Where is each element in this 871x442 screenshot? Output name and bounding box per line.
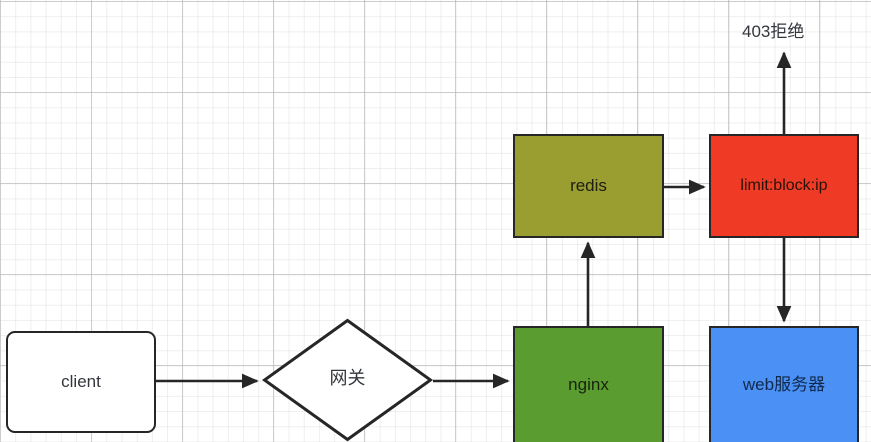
node-client-label: client	[61, 371, 101, 391]
node-gateway[interactable]: 网关	[262, 318, 433, 442]
node-web-server-label: web服务器	[742, 374, 826, 394]
node-client[interactable]: client	[6, 331, 156, 433]
node-gateway-label: 网关	[329, 368, 366, 389]
node-redis-label: redis	[570, 175, 607, 195]
annotation-deny-403: 403拒绝	[742, 22, 805, 41]
node-nginx-label: nginx	[568, 374, 609, 394]
diamond-shape	[262, 318, 433, 442]
node-limit-block-ip[interactable]: limit:block:ip	[709, 134, 859, 238]
node-web-server[interactable]: web服务器	[709, 326, 859, 442]
node-redis[interactable]: redis	[513, 134, 664, 238]
node-limit-block-ip-label: limit:block:ip	[740, 177, 828, 195]
node-nginx[interactable]: nginx	[513, 326, 664, 442]
